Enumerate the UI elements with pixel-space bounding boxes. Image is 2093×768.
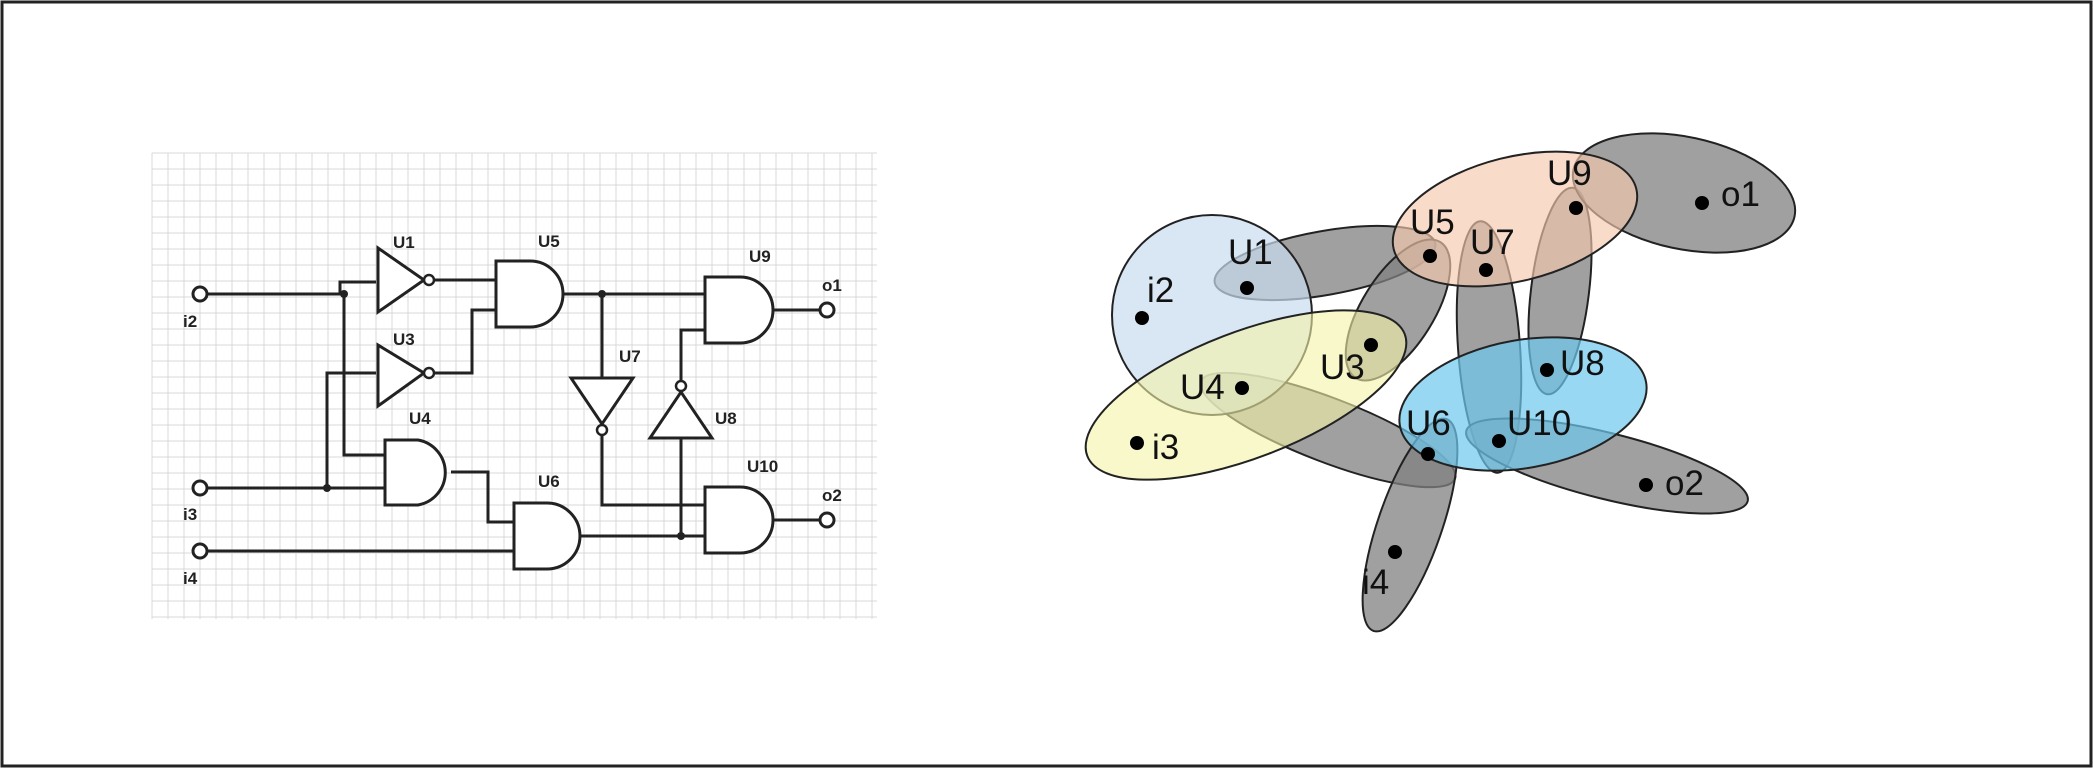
terminal-i3 bbox=[191, 479, 209, 497]
node-u10-label: U10 bbox=[1507, 404, 1571, 443]
gate-u6-and bbox=[512, 501, 582, 571]
gate-u4-and bbox=[383, 438, 447, 507]
gate-u3-bubble bbox=[422, 366, 436, 380]
terminal-o2 bbox=[818, 511, 836, 529]
node-i3-label: i3 bbox=[1152, 428, 1179, 467]
hyperedge-u6-u8-u10 bbox=[1398, 336, 1648, 472]
hypergraph-nodes: i2 i3 i4 U1 U3 U4 U5 U6 U7 U8 U9 U10 bbox=[1130, 154, 1760, 602]
wire-u7-u10 bbox=[600, 435, 705, 507]
gate-u10-and bbox=[703, 485, 775, 555]
node-i2-label: i2 bbox=[1147, 271, 1174, 310]
gate-label-u7: U7 bbox=[619, 347, 641, 366]
node-u10-dot bbox=[1492, 434, 1506, 448]
node-u4-label: U4 bbox=[1180, 368, 1225, 407]
gate-label-u10: U10 bbox=[747, 457, 778, 476]
node-u7-dot bbox=[1479, 263, 1493, 277]
hyperedge-i3-u4-u3 bbox=[1084, 309, 1408, 481]
hypergraph: i2 i3 i4 U1 U3 U4 U5 U6 U7 U8 U9 U10 bbox=[1084, 132, 1797, 633]
wire-i2-u1 bbox=[207, 280, 376, 296]
gate-label-u5: U5 bbox=[538, 232, 560, 251]
gate-u9-and bbox=[703, 275, 775, 345]
node-u7-label: U7 bbox=[1470, 223, 1515, 262]
gate-label-u8: U8 bbox=[715, 409, 737, 428]
node-o2-dot bbox=[1639, 478, 1653, 492]
terminal-i2 bbox=[191, 285, 209, 303]
gate-u7-bubble bbox=[595, 423, 609, 437]
gate-u8-not bbox=[647, 389, 715, 440]
junction-dot bbox=[677, 532, 685, 540]
node-u9-label: U9 bbox=[1547, 154, 1592, 193]
node-i4-dot bbox=[1388, 545, 1402, 559]
node-u6-label: U6 bbox=[1406, 404, 1451, 443]
gate-u5-and bbox=[494, 259, 565, 329]
node-u4-dot bbox=[1235, 381, 1249, 395]
junction-dot bbox=[340, 290, 348, 298]
circuit-label-o1: o1 bbox=[822, 276, 842, 295]
wire-i3-u3 bbox=[325, 371, 376, 488]
circuit-terminals: i2 i3 i4 o1 o2 bbox=[183, 276, 842, 588]
node-u1-dot bbox=[1240, 281, 1254, 295]
wire-u3-u5 bbox=[434, 308, 496, 375]
node-i3-dot bbox=[1130, 436, 1144, 450]
gate-u7-not bbox=[568, 376, 636, 427]
node-u6-dot bbox=[1421, 447, 1435, 461]
node-o1-dot bbox=[1695, 196, 1709, 210]
gate-label-u6: U6 bbox=[538, 472, 560, 491]
gate-u8-bubble bbox=[674, 379, 688, 393]
wire-u4-u6 bbox=[451, 470, 514, 524]
junction-dot bbox=[598, 290, 606, 298]
circuit-label-i2: i2 bbox=[183, 312, 197, 331]
circuit-label-i3: i3 bbox=[183, 505, 197, 524]
node-o1-label: o1 bbox=[1721, 175, 1760, 214]
gate-u1-bubble bbox=[422, 273, 436, 287]
node-u1-label: U1 bbox=[1228, 233, 1273, 272]
gate-label-u3: U3 bbox=[393, 330, 415, 349]
logic-circuit: i2 i3 i4 o1 o2 U1 U3 U4 U5 U6 bbox=[151, 152, 877, 619]
circuit-gates: U1 U3 U4 U5 U6 U7 U8 U9 bbox=[376, 232, 778, 571]
gate-label-u1: U1 bbox=[393, 233, 415, 252]
node-u3-label: U3 bbox=[1320, 348, 1365, 387]
circuit-label-i4: i4 bbox=[183, 569, 198, 588]
node-o2-label: o2 bbox=[1665, 464, 1704, 503]
node-u8-label: U8 bbox=[1560, 344, 1605, 383]
junction-dot bbox=[323, 484, 331, 492]
hyperedge-u5-u7-u9 bbox=[1391, 150, 1639, 288]
node-u5-dot bbox=[1423, 249, 1437, 263]
terminal-o1 bbox=[818, 301, 836, 319]
node-u8-dot bbox=[1540, 363, 1554, 377]
circuit-wires bbox=[207, 278, 820, 553]
node-i4-label: i4 bbox=[1362, 563, 1389, 602]
node-i2-dot bbox=[1135, 311, 1149, 325]
node-u9-dot bbox=[1569, 201, 1583, 215]
terminal-i4 bbox=[191, 542, 209, 560]
gate-label-u4: U4 bbox=[409, 409, 431, 428]
circuit-label-o2: o2 bbox=[822, 486, 842, 505]
wire-u8-u9 bbox=[679, 328, 705, 388]
gate-label-u9: U9 bbox=[749, 247, 771, 266]
gate-u3-not bbox=[376, 342, 427, 409]
node-u5-label: U5 bbox=[1410, 203, 1455, 242]
node-u3-dot bbox=[1364, 338, 1378, 352]
wire-i2-u4 bbox=[342, 294, 385, 457]
gate-u1-not bbox=[376, 245, 427, 315]
